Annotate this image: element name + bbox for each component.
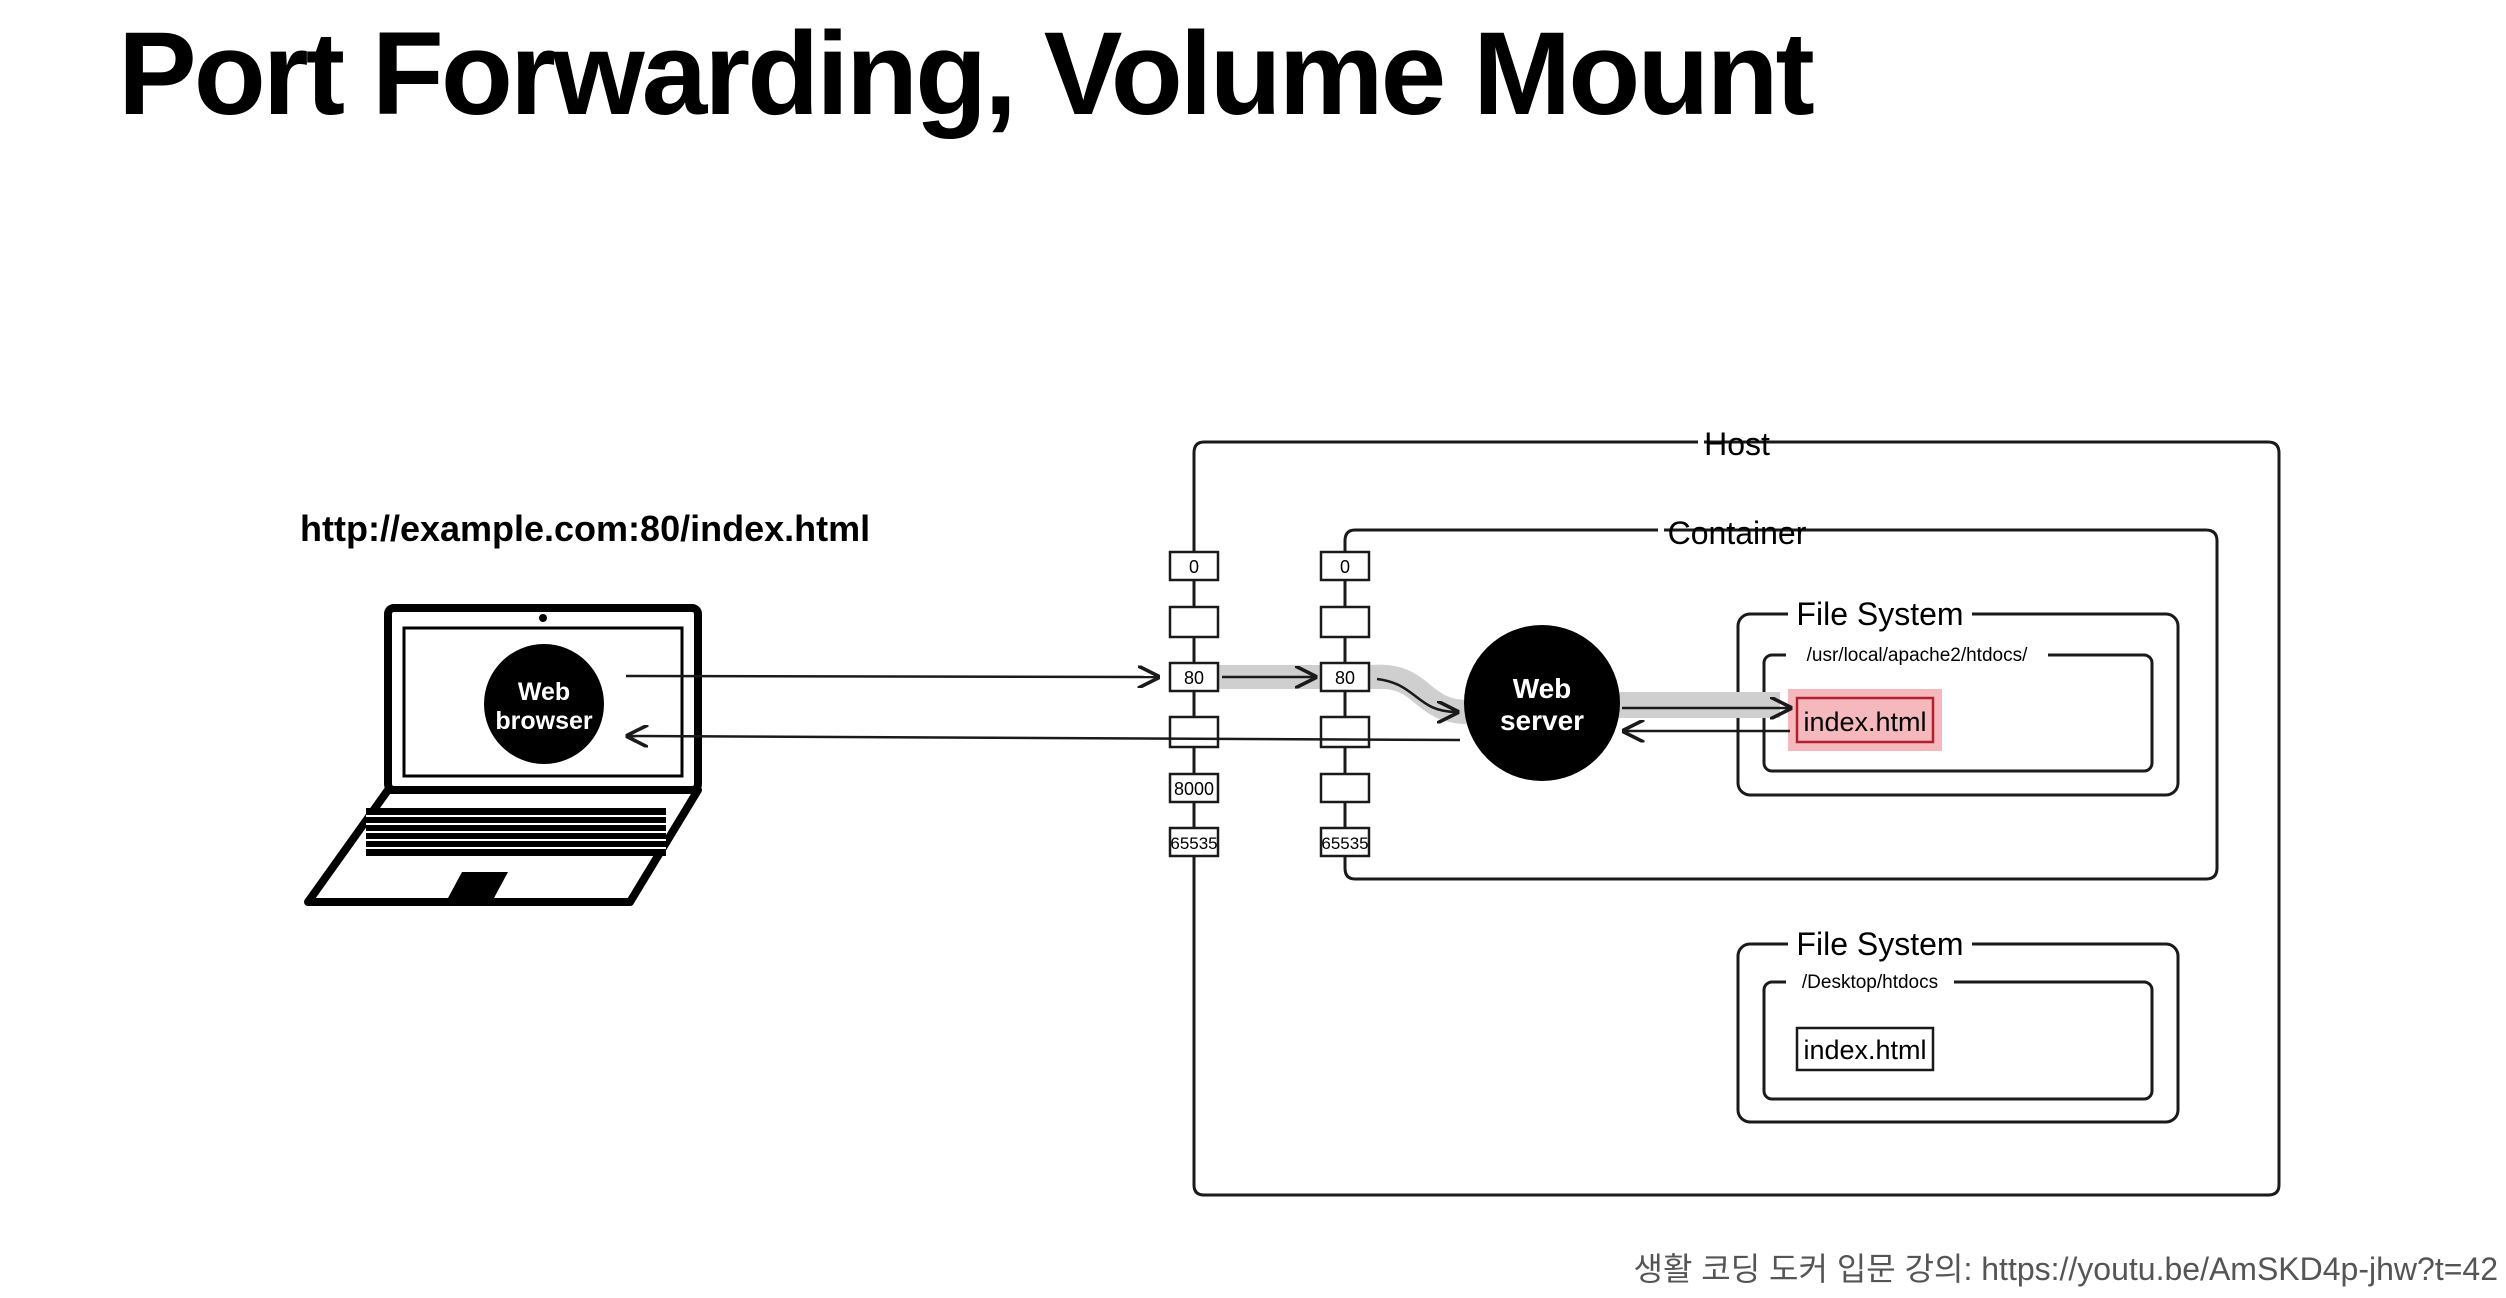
- request-url: http://example.com:80/index.html: [300, 508, 871, 549]
- host-port-0: 0: [1189, 557, 1199, 577]
- credit-caption: 생활 코딩 도커 입문 강의: https://youtu.be/AmSKD4p…: [1633, 1251, 2498, 1287]
- container-port-80: 80: [1335, 668, 1355, 688]
- web-server-node: Web server: [1464, 625, 1620, 781]
- laptop-icon: Web browser: [304, 604, 702, 906]
- web-browser-label-line1: Web: [518, 678, 570, 706]
- host-index-file: [1795, 1026, 1935, 1072]
- host-label: Host: [1704, 426, 1770, 462]
- container-label: Container: [1668, 515, 1807, 551]
- host-port-strip: 0 80 8000 65535: [1168, 550, 1220, 858]
- container-file-system: File System /usr/local/apache2/htdocs/ i…: [1736, 596, 2180, 797]
- response-arrow-server-to-browser: [628, 736, 1461, 740]
- host-file-system-label: File System: [1796, 926, 1963, 962]
- request-arrow-browser-to-host: [625, 676, 1158, 677]
- container-index-file: [1795, 696, 1935, 744]
- web-server-label-line1: Web: [1513, 673, 1572, 704]
- web-browser-label-line2: browser: [495, 707, 593, 735]
- host-box: Host: [1192, 426, 2281, 1197]
- container-path-label: /usr/local/apache2/htdocs/: [1807, 645, 2028, 666]
- container-port-0: 0: [1340, 557, 1350, 577]
- container-file-system-label: File System: [1796, 596, 1963, 632]
- container-port-65535: 65535: [1321, 834, 1368, 853]
- container-index-file-highlight: [1788, 689, 1942, 751]
- container-port-strip: 0 80 65535: [1319, 550, 1371, 858]
- host-index-file-name: index.html: [1803, 1035, 1926, 1065]
- container-index-file-name: index.html: [1803, 707, 1926, 737]
- host-file-system: File System /Desktop/htdocs index.html: [1736, 926, 2180, 1124]
- host-path-label: /Desktop/htdocs: [1802, 972, 1938, 993]
- web-server-label-line2: server: [1500, 705, 1584, 736]
- page-title: Port Forwarding, Volume Mount: [118, 8, 1815, 140]
- request-arrow-container-to-server: [1376, 677, 1457, 712]
- host-port-8000: 8000: [1174, 779, 1214, 799]
- host-port-80: 80: [1184, 668, 1204, 688]
- container-box: Container: [1343, 515, 2219, 881]
- host-port-65535: 65535: [1170, 834, 1217, 853]
- flow-arrows: [626, 676, 1790, 740]
